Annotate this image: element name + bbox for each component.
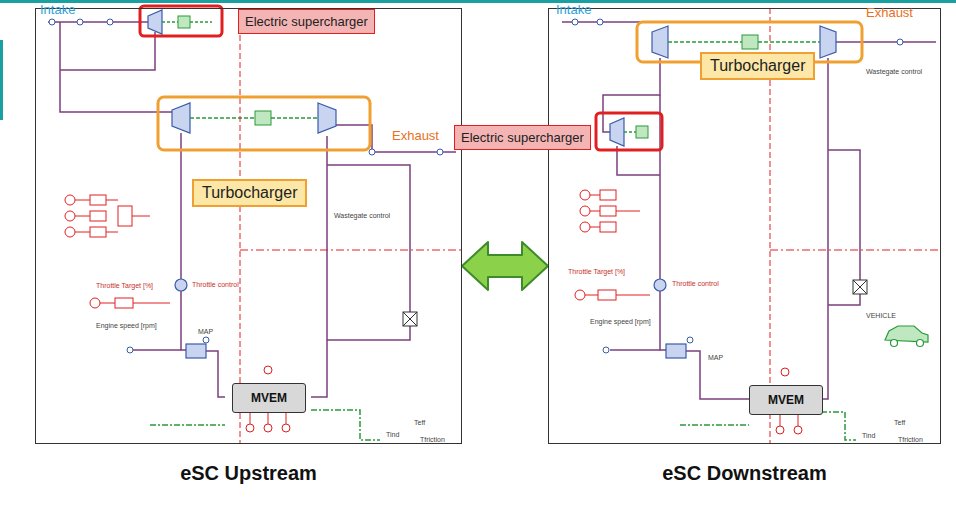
double-arrow <box>462 242 548 290</box>
panel-caption: eSC Downstream <box>549 462 940 485</box>
signal-name: Throttle Target [%] <box>96 282 153 290</box>
signal-name: MAP <box>708 354 723 362</box>
signal-name: Tind <box>386 431 399 439</box>
supercharger-label: Electric supercharger <box>238 9 375 34</box>
signal-name: Wastegate control <box>334 212 390 220</box>
signal-name: MAP <box>198 328 213 336</box>
signal-name: Throttle Target [%] <box>568 268 625 276</box>
signal-name: Throttle control <box>192 281 239 289</box>
signal-name: Engine speed [rpm] <box>590 318 651 326</box>
box-text: Turbocharger <box>202 184 297 202</box>
signal-name: VEHICLE <box>866 312 896 320</box>
panel-caption: eSC Upstream <box>36 462 461 485</box>
signal-name: Wastegate control <box>866 68 922 76</box>
flow-label: Intake <box>556 3 591 17</box>
signal-name: Teff <box>414 419 425 427</box>
signal-name: Engine speed [rpm] <box>96 322 157 330</box>
box-text: Electric supercharger <box>461 130 584 145</box>
box-text: MVEM <box>768 393 804 407</box>
supercharger-label: Electric supercharger <box>454 125 591 150</box>
turbocharger-label: Turbocharger <box>192 179 307 207</box>
flow-label: Exhaust <box>392 129 439 143</box>
flow-label: Exhaust <box>866 6 913 20</box>
box-text: MVEM <box>251 391 287 405</box>
engine-model-box: MVEM <box>749 385 823 415</box>
signal-name: Tfriction <box>898 436 923 444</box>
flow-label: Intake <box>40 3 75 17</box>
signal-name: Tfriction <box>420 436 445 444</box>
signal-name: Throttle control <box>672 280 719 288</box>
diagram-panel: eSC UpstreamElectric superchargerTurboch… <box>35 8 462 444</box>
signal-name: Teff <box>894 419 905 427</box>
box-text: Turbocharger <box>710 57 805 75</box>
box-text: Electric supercharger <box>245 14 368 29</box>
signal-name: Tind <box>862 432 875 440</box>
engine-model-box: MVEM <box>232 383 306 413</box>
turbocharger-label: Turbocharger <box>700 52 815 80</box>
